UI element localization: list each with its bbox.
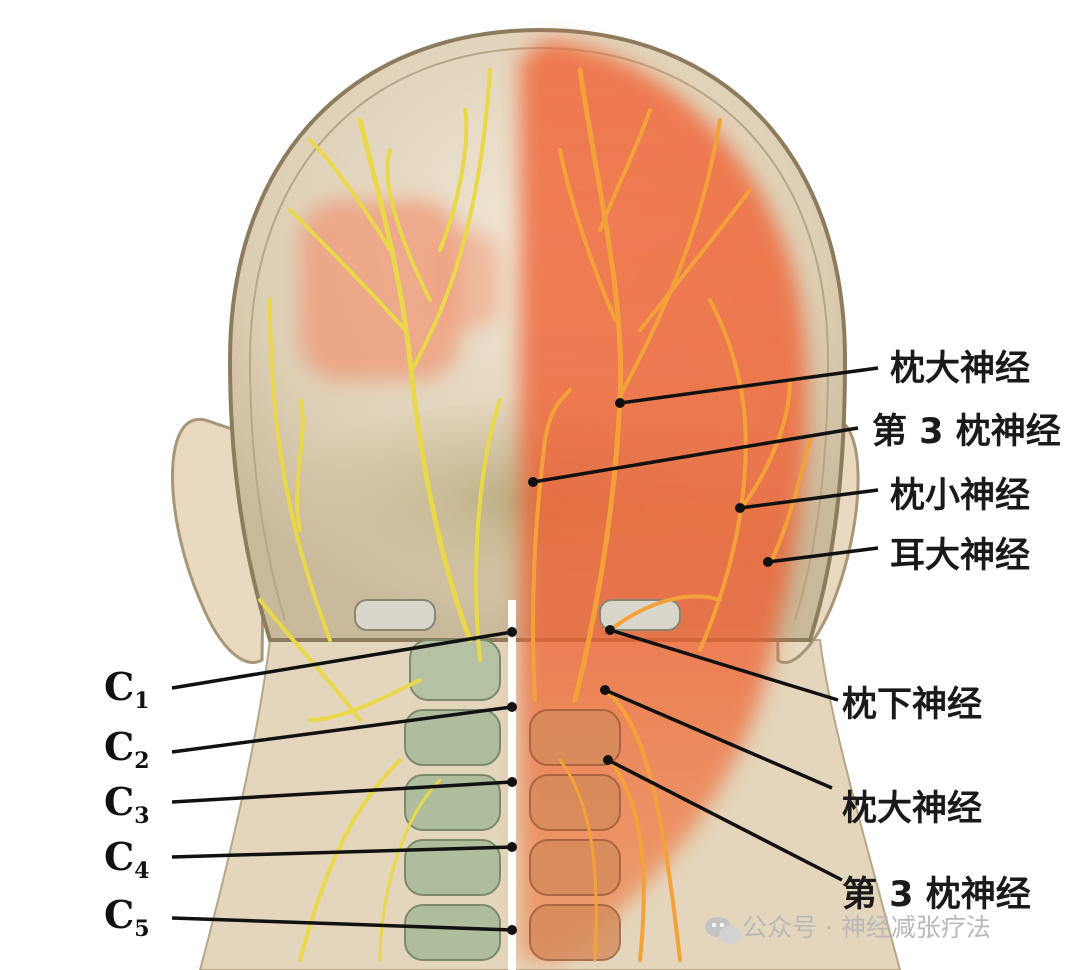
left-muscle-highlight bbox=[300, 200, 500, 380]
watermark-text: 公众号 · 神经减张疗法 bbox=[742, 913, 991, 942]
label-suboccipital: 枕下神经 bbox=[842, 685, 982, 725]
right-labels: 枕大神经 第 3 枕神经 枕小神经 耳大神经 枕下神经 枕大神经 第 3 枕神经 bbox=[842, 349, 1061, 915]
label-c3: C3 bbox=[104, 779, 150, 829]
skull-contour-right bbox=[539, 47, 830, 621]
right-nerves bbox=[531, 67, 812, 962]
label-c5: C5 bbox=[104, 892, 150, 942]
label-lesser-occipital: 枕小神经 bbox=[890, 476, 1030, 516]
label-c1: C1 bbox=[104, 664, 150, 714]
label-c2: C2 bbox=[104, 724, 150, 774]
left-labels: C1 C2 C3 C4 C5 bbox=[104, 664, 150, 942]
label-great-auricular: 耳大神经 bbox=[890, 536, 1030, 576]
cervical-spine bbox=[354, 599, 681, 970]
label-third-occipital-upper: 第 3 枕神经 bbox=[872, 412, 1061, 452]
label-third-occipital-lower: 第 3 枕神经 bbox=[842, 875, 1031, 915]
wechat-icon bbox=[705, 917, 741, 944]
label-greater-occipital-lower: 枕大神经 bbox=[842, 789, 982, 829]
skull-contour-left bbox=[248, 47, 541, 621]
left-leader-lines bbox=[171, 627, 517, 935]
label-greater-occipital-upper: 枕大神经 bbox=[890, 349, 1030, 389]
right-leader-lines bbox=[528, 366, 879, 882]
watermark: 公众号 · 神经减张疗法 bbox=[705, 913, 991, 944]
label-c4: C4 bbox=[104, 834, 150, 884]
